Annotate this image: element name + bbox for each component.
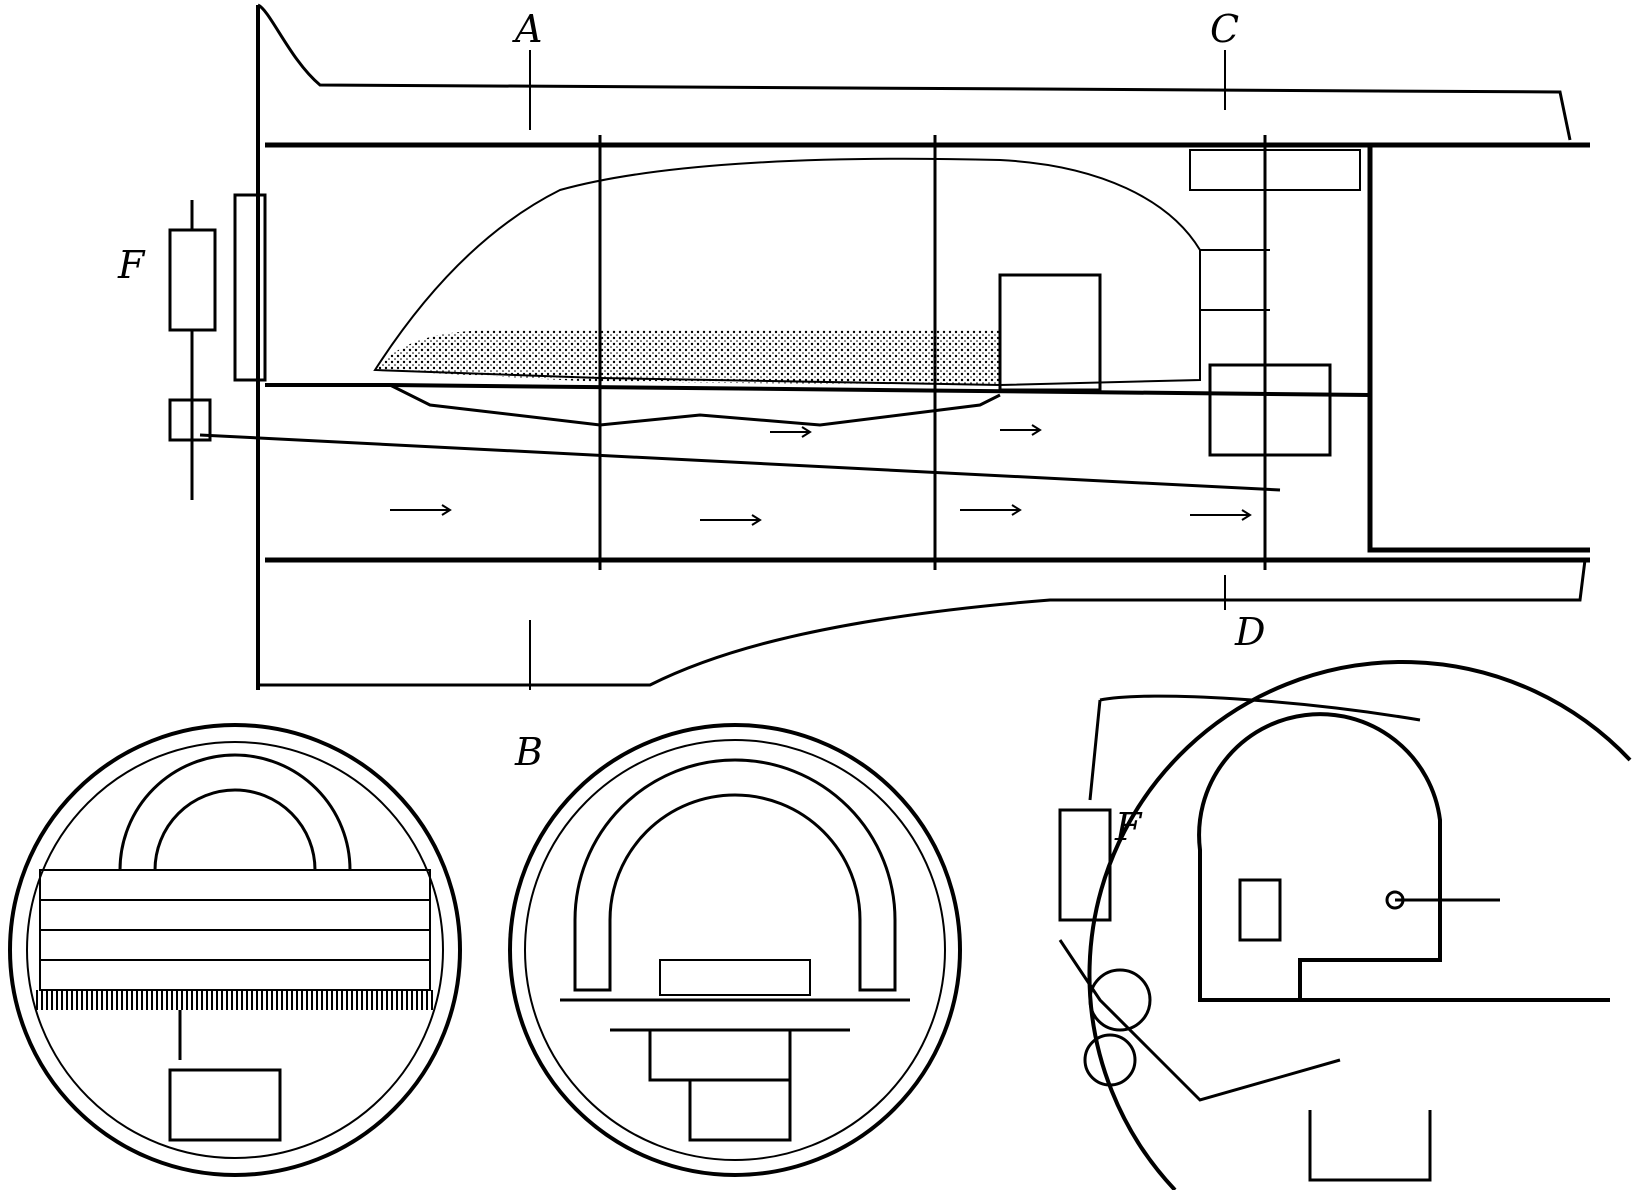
label-f-bottom: F (1114, 805, 1143, 849)
label-b: B (514, 730, 543, 774)
boiler-shell-top (257, 3, 1572, 141)
label-a: A (512, 7, 542, 51)
firedoor (1197, 712, 1610, 1002)
front-view: F (1058, 660, 1632, 1190)
section-lines (529, 50, 1226, 690)
control-rod (199, 433, 1281, 492)
cross-section-cd (508, 723, 962, 1177)
grate-line (265, 383, 1371, 397)
airflow-arrows (390, 249, 1270, 526)
brick-top-right (1189, 149, 1361, 191)
cross-section-ab (8, 723, 462, 1177)
feeder-apparatus-bottom (1058, 699, 1341, 1102)
air-box (1208, 363, 1332, 457)
label-f-top: F (117, 243, 146, 287)
brick-arch (998, 273, 1102, 392)
coal-bed (373, 157, 1201, 387)
burning-layer (375, 330, 1000, 385)
boiler-shell-bottom (258, 559, 1587, 687)
longitudinal-section: A B C D F (117, 3, 1590, 774)
label-c: C (1210, 7, 1239, 51)
label-d: D (1234, 610, 1265, 654)
feeder-apparatus-top (168, 193, 267, 500)
ashpan (389, 383, 1001, 427)
stays (598, 135, 1267, 570)
firebox-wall (265, 142, 1590, 563)
